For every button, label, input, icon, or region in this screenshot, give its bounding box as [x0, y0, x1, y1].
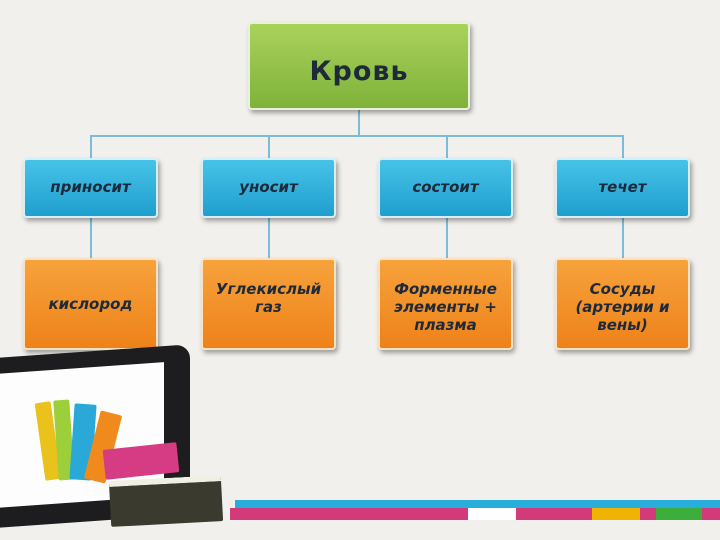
category-label: течет — [598, 178, 647, 196]
connector-cat-3 — [446, 135, 448, 158]
category-node-brings: приносит — [23, 158, 158, 218]
category-node-removes: уносит — [201, 158, 336, 218]
detail-node-co2: Углекислый газ — [201, 258, 336, 350]
connector-cat-1 — [90, 135, 92, 158]
detail-label: Углекислый газ — [215, 280, 322, 316]
category-node-flows: течет — [555, 158, 690, 218]
decor-stripe-blue — [235, 500, 720, 508]
detail-label: кислород — [48, 295, 133, 313]
category-label: приносит — [50, 178, 131, 196]
connector-cat-2 — [268, 135, 270, 158]
book-dark — [108, 475, 224, 527]
category-label: уносит — [239, 178, 298, 196]
connector-leaf-1 — [90, 218, 92, 258]
decor-stripe-white — [468, 508, 516, 520]
connector-leaf-2 — [268, 218, 270, 258]
connector-cat-4 — [622, 135, 624, 158]
detail-node-oxygen: кислород — [23, 258, 158, 350]
detail-label: Сосуды (артерии и вены) — [575, 280, 670, 334]
connector-root-stem — [358, 110, 360, 136]
category-node-consists: состоит — [378, 158, 513, 218]
detail-node-vessels: Сосуды (артерии и вены) — [555, 258, 690, 350]
decor-stripe-yellow — [592, 508, 640, 520]
connector-leaf-4 — [622, 218, 624, 258]
decor-stripe-green — [656, 508, 702, 520]
detail-label: Форменные элементы + плазма — [394, 280, 497, 334]
category-label: состоит — [412, 178, 479, 196]
detail-node-composition: Форменные элементы + плазма — [378, 258, 513, 350]
connector-leaf-3 — [446, 218, 448, 258]
root-node: Кровь — [248, 22, 470, 110]
root-label: Кровь — [309, 56, 409, 87]
connector-horizontal — [90, 135, 624, 137]
